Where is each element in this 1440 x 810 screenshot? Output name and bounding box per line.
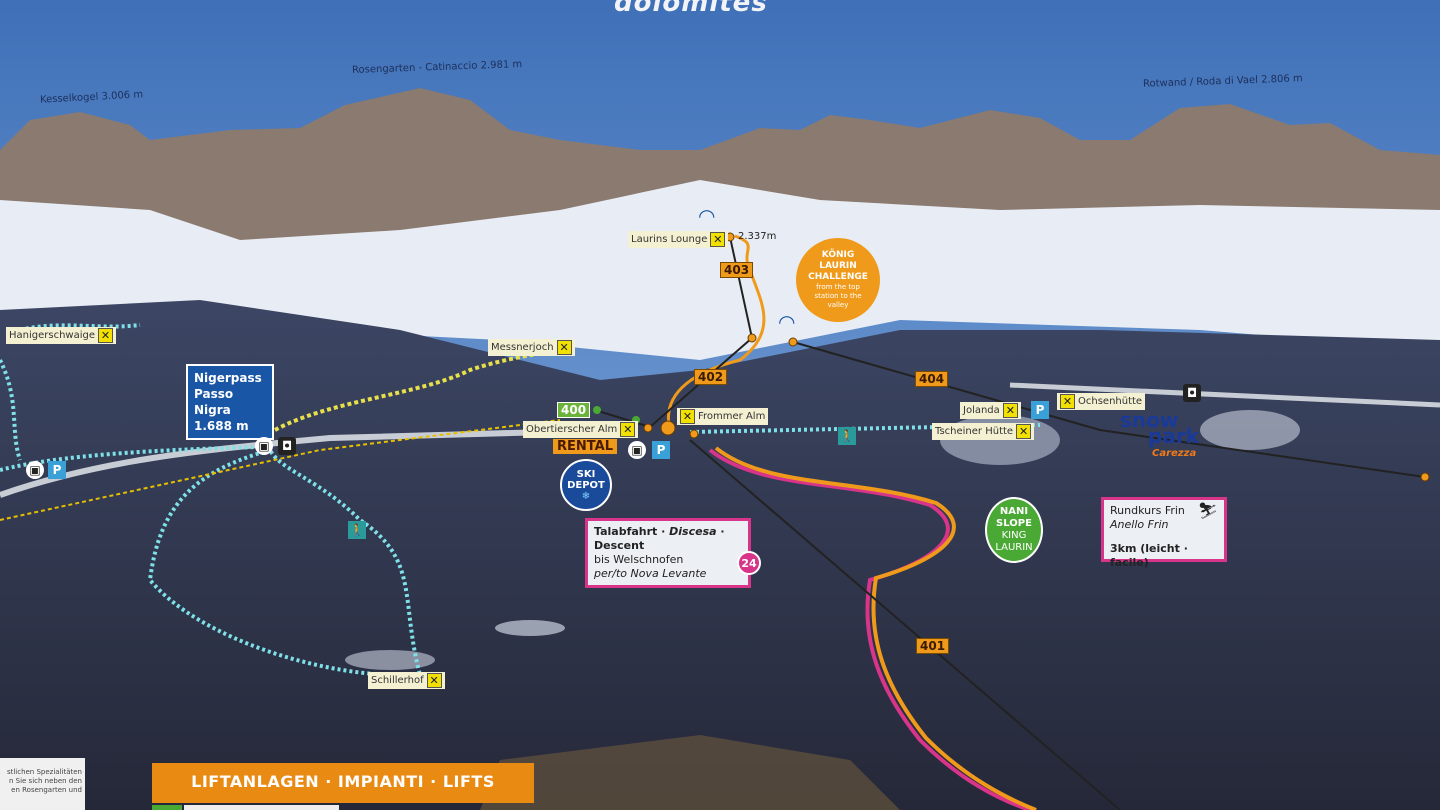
slope-number-badge: 24	[737, 551, 761, 575]
hiking-icon: 🚶	[838, 427, 856, 445]
nani-label: LAURIN	[995, 542, 1033, 553]
slope-pink	[708, 448, 1031, 810]
lift-400	[594, 409, 651, 428]
trail	[0, 323, 1041, 678]
hut-obertierscher-alm[interactable]: Obertierscher Alm✕	[523, 421, 639, 438]
descent-destination: bis Welschnofen	[594, 553, 684, 566]
nani-label: NANI	[999, 506, 1029, 517]
rundkurs-info-box: Rundkurs Frin Anello Frin 3km (leicht · …	[1101, 497, 1227, 569]
hut-label: Jolanda	[963, 405, 1000, 416]
hut-ochsenhuette[interactable]: ✕Ochsenhütte	[1057, 393, 1146, 410]
hut-messnerjoch[interactable]: Messnerjoch✕	[488, 339, 575, 356]
restaurant-icon: ✕	[1016, 424, 1032, 439]
hut-label: Schillerhof	[371, 675, 424, 686]
challenge-title: LAURIN	[819, 261, 857, 271]
hut-label: Hanigerschwaige	[9, 330, 96, 341]
lift-number-400[interactable]: 400	[557, 402, 591, 418]
hut-hanigerschwaige[interactable]: Hanigerschwaige✕	[6, 327, 117, 344]
hiking-icon: 🚶	[348, 521, 366, 539]
info-text: en Rosengarten und	[11, 786, 82, 794]
rundkurs-title: Rundkurs Frin	[1110, 504, 1185, 517]
hut-label: Laurins Lounge	[631, 234, 708, 245]
bus-icon: ▣	[26, 461, 44, 479]
info-text: n Sie sich neben den	[8, 777, 82, 785]
restaurant-icon: ✕	[1060, 394, 1075, 409]
descent-title: Talabfahrt · Discesa · Descent	[594, 525, 725, 552]
lift-number-403[interactable]: 403	[720, 262, 754, 278]
info-text: stlichen Spezialitäten	[6, 768, 82, 776]
hut-schillerhof[interactable]: Schillerhof✕	[368, 672, 445, 689]
slope-orange	[714, 446, 1037, 810]
ski-depot-label: SKI	[576, 468, 596, 480]
lift-number-402[interactable]: 402	[694, 369, 728, 385]
restaurant-icon: ✕	[620, 422, 636, 437]
car-icon: ◘	[1183, 384, 1201, 402]
restaurant-icon: ✕	[426, 673, 442, 688]
road-east	[1009, 382, 1440, 408]
lift-number-404[interactable]: 404	[915, 371, 949, 387]
descent-destination-it: per/to Nova Levante	[594, 567, 707, 580]
restaurant-icon: ✕	[556, 340, 572, 355]
lift-404	[792, 341, 1426, 478]
lift-401	[689, 439, 1121, 810]
parking-icon: P	[48, 461, 66, 479]
nani-label: KING	[1001, 530, 1027, 541]
mountain-rocks	[0, 88, 1440, 240]
hut-label: Messnerjoch	[491, 342, 554, 353]
car-icon: ◘	[278, 437, 296, 455]
hut-label: Ochsenhütte	[1078, 396, 1143, 407]
restaurant-icon: ✕	[1002, 403, 1018, 418]
snowpark-logo-text: park	[1148, 424, 1199, 448]
legend-swatch	[152, 805, 182, 810]
altitude-label: 2.337m	[738, 231, 777, 242]
hut-laurins-lounge[interactable]: Laurins Lounge✕	[628, 231, 729, 248]
rundkurs-title-it: Anello Frin	[1110, 518, 1169, 531]
challenge-subtitle: from the top station to the valley	[814, 283, 862, 309]
rental-sign[interactable]: RENTAL	[553, 439, 617, 454]
snowpark-logo-text: snow	[1120, 408, 1179, 432]
map-title: dolomites	[614, 0, 768, 18]
wifi-icon: ◠	[778, 310, 796, 334]
hut-frommer-alm[interactable]: ✕Frommer Alm	[677, 408, 769, 425]
parking-icon: P	[1031, 401, 1049, 419]
hut-tscheiner-huette[interactable]: Tscheiner Hütte✕	[932, 423, 1035, 440]
hut-label: Frommer Alm	[698, 411, 766, 422]
pass-altitude: 1.688 m	[194, 419, 249, 433]
pass-name-it: Passo Nigra	[194, 387, 234, 417]
challenge-title: KÖNIG	[821, 250, 855, 260]
hut-label: Obertierscher Alm	[526, 424, 618, 435]
bus-icon: ▣	[255, 437, 273, 455]
hut-label: Tscheiner Hütte	[935, 426, 1014, 437]
ski-route	[274, 348, 561, 432]
rundkurs-length: 3km (leicht · facile)	[1110, 542, 1188, 569]
pass-name-de: Nigerpass	[194, 371, 262, 385]
lift-number-401[interactable]: 401	[916, 638, 950, 654]
parking-icon: P	[652, 441, 670, 459]
slope-402-403	[667, 234, 766, 431]
snowflake-icon: ❄	[581, 490, 591, 502]
nani-label: SLOPE	[996, 518, 1032, 529]
restaurant-icon: ✕	[98, 328, 114, 343]
lifts-banner: LIFTANLAGEN · IMPIANTI · LIFTS	[152, 763, 534, 803]
legend-row	[184, 805, 339, 810]
descent-info-box: Talabfahrt · Discesa · Descent bis Welsc…	[585, 518, 751, 588]
cross-country-ski-icon: ⛷	[1197, 501, 1218, 520]
wifi-icon: ◠	[698, 204, 716, 228]
hut-jolanda[interactable]: Jolanda✕	[960, 402, 1021, 419]
ski-depot-label: DEPOT	[567, 479, 605, 491]
road	[0, 427, 621, 498]
bus-icon: ▣	[628, 441, 646, 459]
restaurant-icon: ✕	[710, 232, 726, 247]
snowpark-logo-text: Carezza	[1152, 448, 1197, 459]
restaurant-icon: ✕	[680, 409, 695, 424]
snowpark-logo: snow park Carezza	[1120, 408, 1199, 462]
challenge-title: CHALLENGE	[808, 272, 868, 282]
